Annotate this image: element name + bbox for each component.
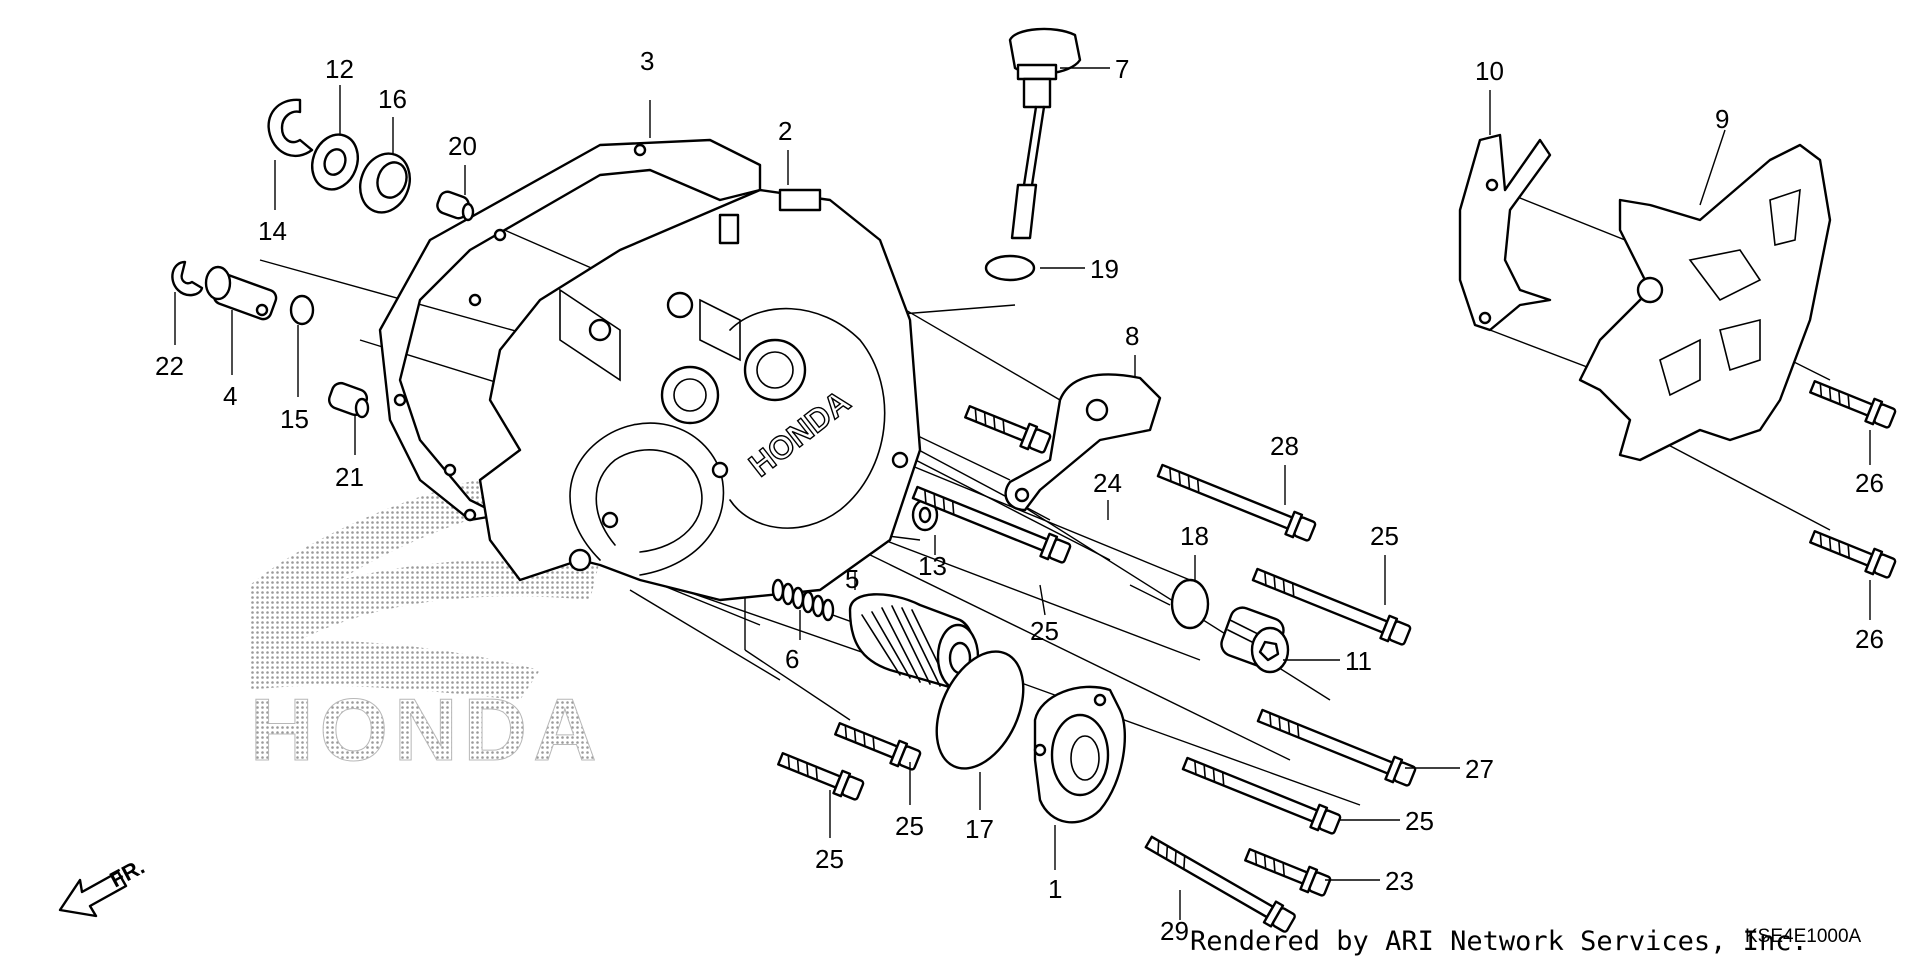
callout-27: 27	[1465, 754, 1494, 784]
callout-19: 19	[1090, 254, 1119, 284]
callout-25-a: 25	[1370, 521, 1399, 551]
dowel-pin-21	[327, 381, 370, 419]
callout-24: 24	[1093, 468, 1122, 498]
callout-12: 12	[325, 54, 354, 84]
drain-plug-11	[1220, 606, 1290, 674]
crankcase-cover-2: HONDA	[478, 188, 922, 602]
callout-18: 18	[1180, 521, 1209, 551]
gasket-3	[378, 138, 762, 522]
callout-3: 3	[640, 46, 654, 76]
callout-26-b: 26	[1855, 624, 1884, 654]
diagram-code: KSE4E1000A	[1745, 926, 1862, 947]
callout-16: 16	[378, 84, 407, 114]
dowel-pin-20	[436, 190, 475, 222]
callout-8: 8	[1125, 321, 1139, 351]
oil-filter-5	[848, 593, 980, 692]
bolt-25-c	[1179, 751, 1343, 838]
callout-7: 7	[1115, 54, 1129, 84]
callout-4: 4	[223, 381, 237, 411]
gasket-holes	[393, 143, 647, 522]
callout-26-a: 26	[1855, 468, 1884, 498]
callout-10: 10	[1475, 56, 1504, 86]
gasket-10	[1458, 133, 1552, 332]
bolt-25-e	[774, 746, 866, 804]
callout-1: 1	[1048, 874, 1062, 904]
honda-wing-watermark	[250, 455, 620, 700]
dipstick-7	[1008, 27, 1082, 240]
cover-9-details	[1636, 188, 1801, 397]
callout-leaders	[174, 67, 1871, 920]
o-ring-17	[935, 650, 1025, 770]
circlip-22	[171, 260, 204, 297]
callout-numbers: 7 19 3 2 12 16 20 14 22 4 15 21 10 9 8 2…	[155, 46, 1884, 946]
circlip-14	[267, 98, 314, 157]
o-ring-18	[1170, 578, 1210, 630]
callout-13: 13	[918, 551, 947, 581]
callout-11: 11	[1345, 646, 1372, 676]
callout-15: 15	[280, 404, 309, 434]
callout-25-c: 25	[1030, 616, 1059, 646]
callout-21: 21	[335, 462, 364, 492]
bolt-26-a	[1806, 374, 1898, 432]
callout-5: 5	[845, 564, 859, 594]
o-ring-19	[984, 254, 1036, 282]
honda-watermark: HONDA	[250, 455, 620, 780]
callout-20: 20	[448, 131, 477, 161]
callout-28: 28	[1270, 431, 1299, 461]
callout-6: 6	[785, 644, 799, 674]
callout-17: 17	[965, 814, 994, 844]
filter-cover-1	[1033, 685, 1126, 824]
callout-25-d: 25	[895, 811, 924, 841]
bearing-16	[359, 152, 411, 214]
front-arrow: FR.	[58, 854, 149, 918]
callout-23: 23	[1385, 866, 1414, 896]
bracket-8	[1004, 373, 1162, 512]
bolt-23	[1241, 842, 1333, 900]
bolt-24	[961, 399, 1053, 457]
sprocket-cover-9	[1578, 143, 1832, 462]
bolt-26-b	[1806, 524, 1898, 582]
front-arrow-icon	[58, 870, 128, 918]
callout-22: 22	[155, 351, 184, 381]
callout-2: 2	[778, 116, 792, 146]
o-ring-15	[289, 294, 315, 326]
credit-text: Rendered by ARI Network Services, Inc.	[1190, 926, 1808, 957]
bolt-25-d	[831, 716, 923, 774]
washer-12	[311, 133, 359, 191]
callout-25-e: 25	[815, 844, 844, 874]
collar-4	[204, 265, 278, 321]
honda-text-watermark: HONDA	[250, 680, 603, 779]
callout-29: 29	[1160, 916, 1189, 946]
callout-14: 14	[258, 216, 287, 246]
callout-9: 9	[1715, 104, 1729, 134]
spring-6	[771, 578, 835, 622]
callout-25-b: 25	[1405, 806, 1434, 836]
